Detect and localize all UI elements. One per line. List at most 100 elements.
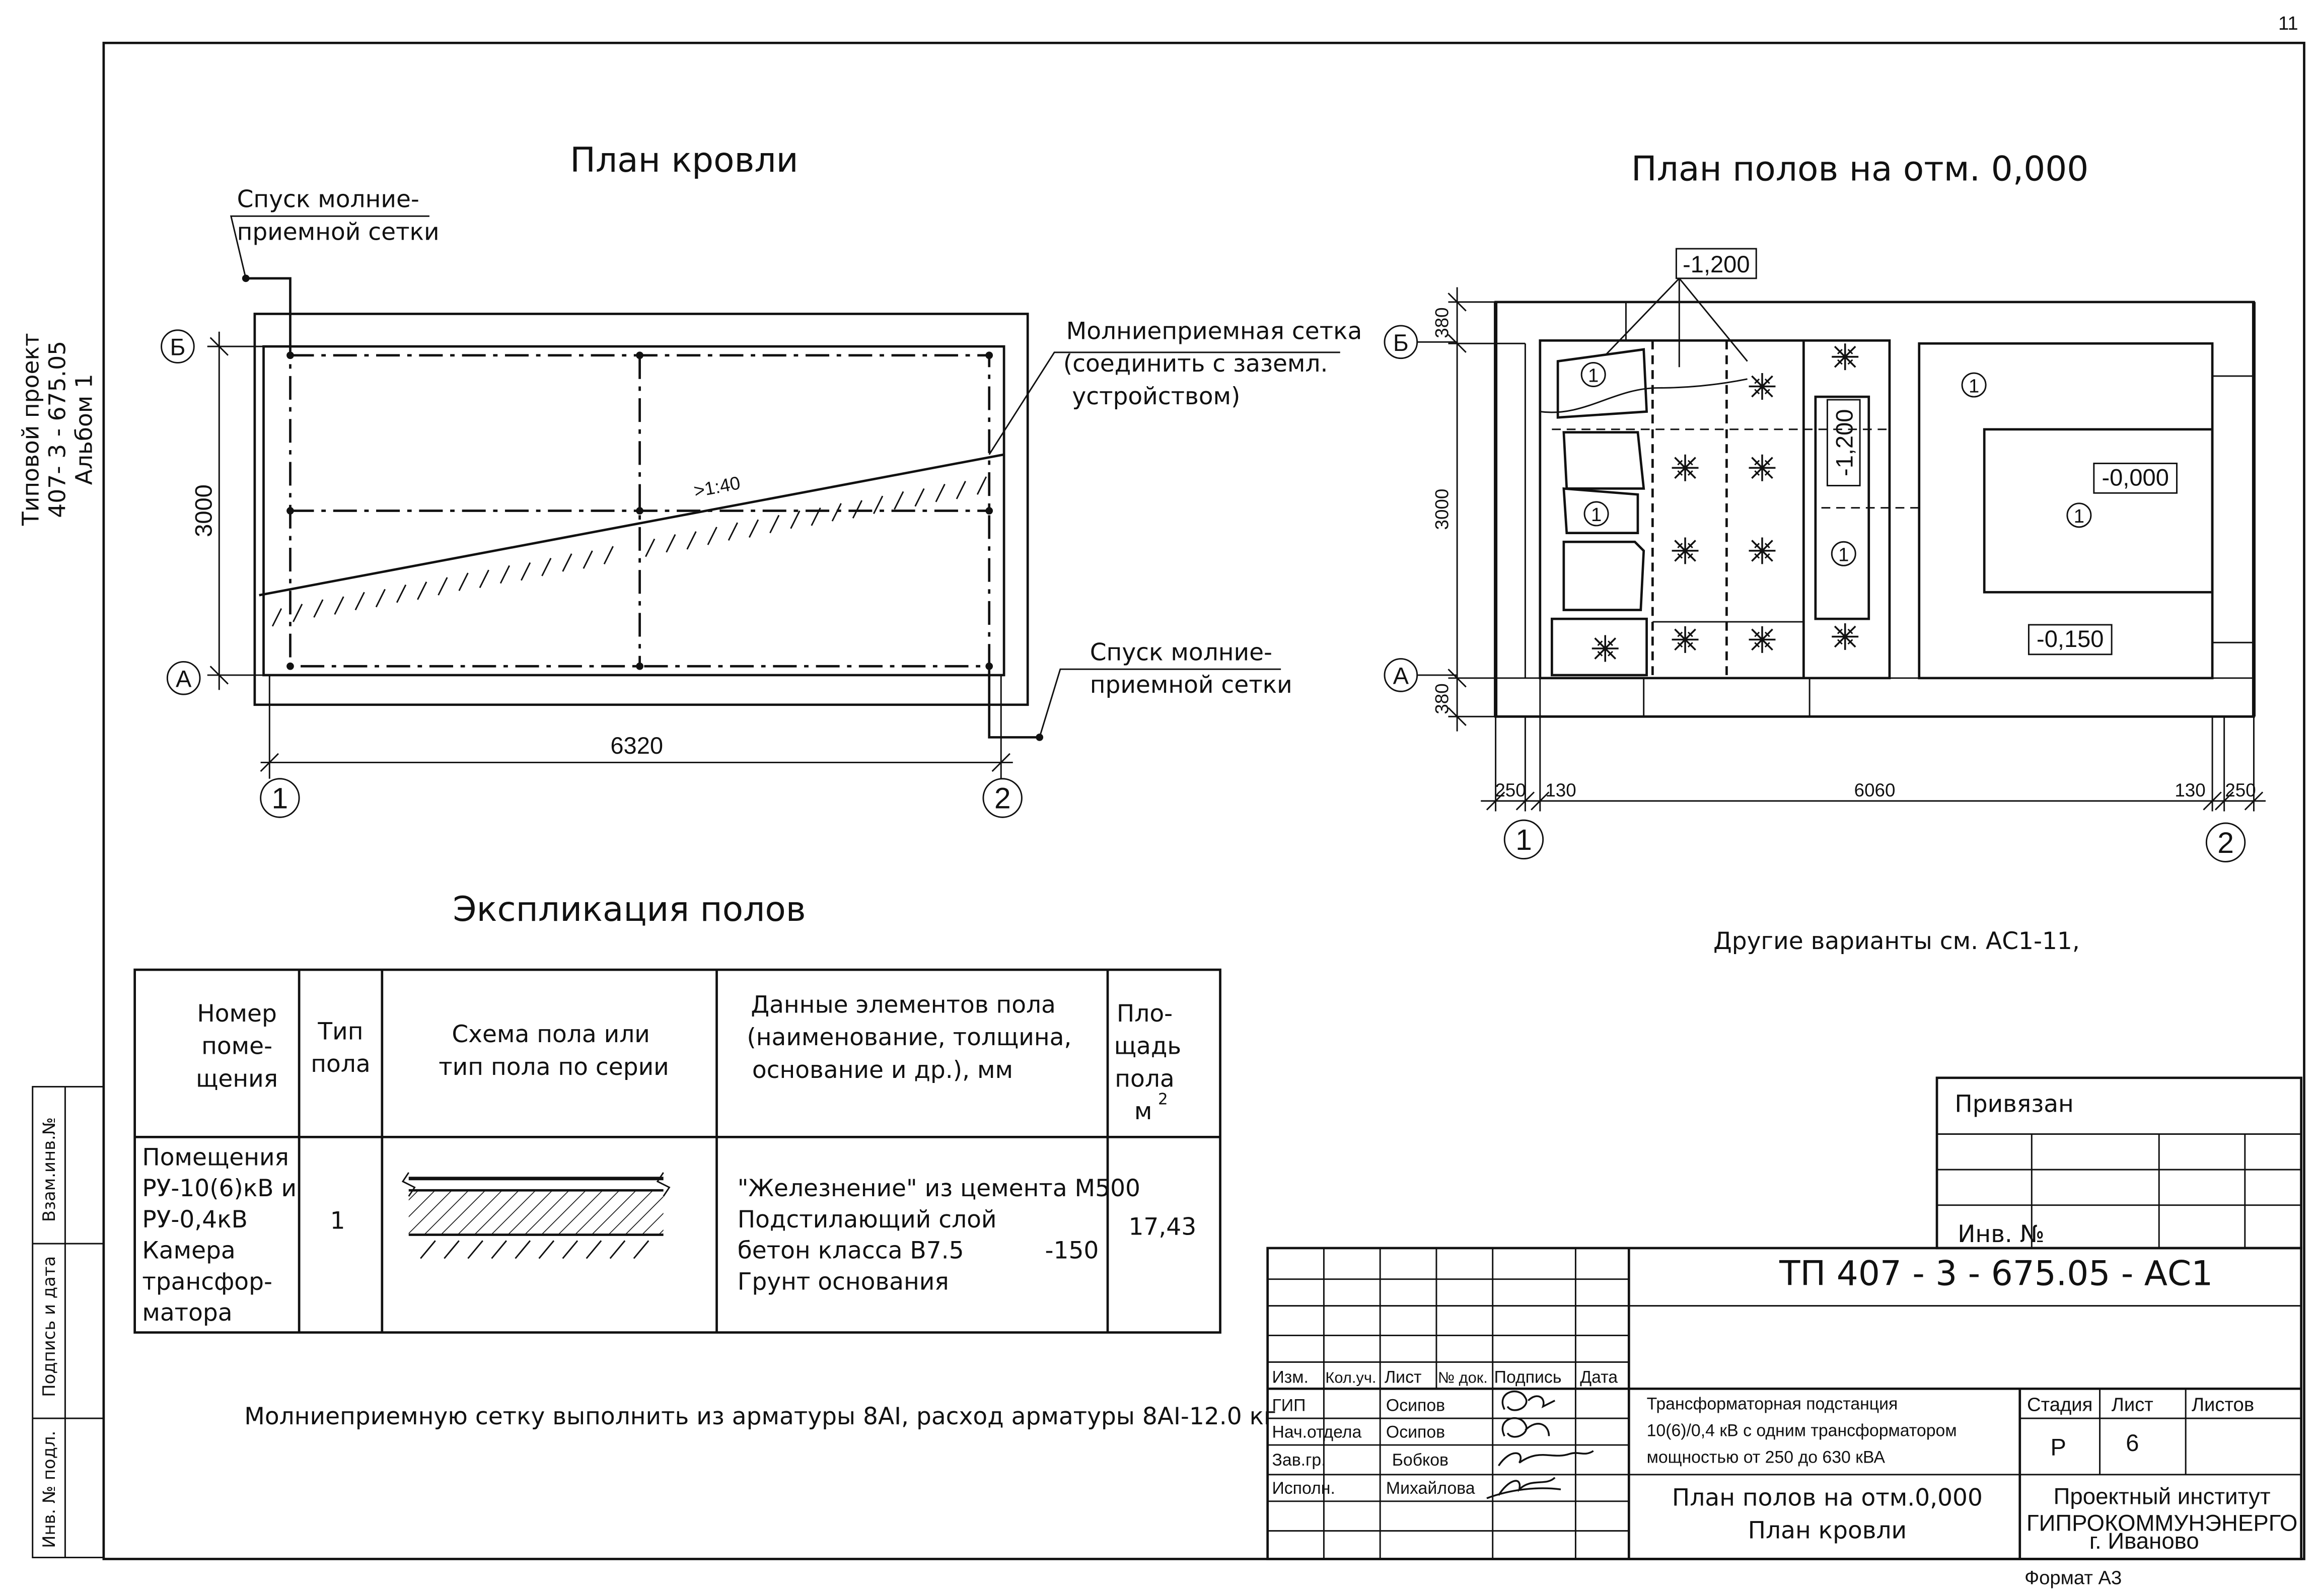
hdr-data-l3: основание и др.), мм — [752, 1056, 1013, 1084]
hdr-data: Дата — [1580, 1368, 1618, 1387]
floor-axis-a: А — [1393, 663, 1409, 689]
row-data-l2: Подстилающий слой — [738, 1206, 997, 1234]
cell-podpis-data: Подпись и дата — [39, 1256, 59, 1397]
type-mark-1e: 1 — [2074, 505, 2084, 527]
floor-axis-2-bubble — [2205, 822, 2246, 862]
roof-slope-hatch — [271, 476, 987, 627]
type-mark-1a: 1 — [1588, 365, 1599, 387]
mark-mid-box — [1826, 399, 1861, 486]
format-label: Формат А3 — [2024, 1567, 2122, 1588]
row-room-l6: матора — [142, 1299, 232, 1327]
role-1: Нач.отдела — [1272, 1422, 1361, 1441]
row-data-l1: "Железнение" из цемента М500 — [738, 1175, 1140, 1202]
hdr-type-l2: пола — [311, 1050, 370, 1078]
floor-type-marks: 1 1 1 1 1 — [1580, 361, 2092, 566]
roof-axis-a-bubble — [166, 661, 201, 695]
cell-1 — [1556, 348, 1648, 419]
lightning-mesh — [286, 351, 993, 670]
cell-3 — [1562, 487, 1639, 534]
hdr-area-l3: пола — [1115, 1065, 1174, 1093]
row-room-l2: РУ-10(6)кВ и — [142, 1175, 297, 1202]
transformer-pit — [1983, 428, 2214, 594]
hdr-data-l1: Данные элементов пола — [751, 991, 1056, 1019]
row-room-l3: РУ-0,4кВ — [142, 1206, 248, 1234]
roof-dim-3000: 3000 — [190, 484, 217, 537]
roof-inner-contour — [262, 345, 1005, 677]
descent-top-l2: приемной сетки — [237, 218, 440, 246]
floor-explication: Экспликация полов Номер поме- щения Тип … — [133, 889, 1221, 1334]
descent-line-top — [246, 277, 292, 355]
hdr-room-l2: поме- — [201, 1033, 272, 1060]
dim-380-bottom: 380 — [1431, 683, 1452, 714]
row-data-l4: Грунт основания — [738, 1268, 949, 1295]
page-number: 11 — [2278, 13, 2298, 34]
signatures — [1486, 1390, 1594, 1499]
main-title-block — [1266, 1247, 2302, 1560]
hdr-area-l2: щадь — [1114, 1033, 1181, 1060]
dim-250-right: 250 — [2225, 780, 2256, 801]
roof-ridge-line — [259, 453, 1004, 597]
row-data-l3-value: -150 — [1045, 1237, 1099, 1265]
mark-top: -1,200 — [1683, 251, 1750, 277]
descent-line-bottom — [988, 666, 1040, 739]
dim-250-left: 250 — [1495, 780, 1526, 801]
roof-plan: План кровли >1:40 — [161, 140, 1362, 818]
name-2: Бобков — [1392, 1450, 1449, 1470]
name-3: Михайлова — [1386, 1479, 1475, 1498]
floor-axis-2: 2 — [2217, 827, 2234, 859]
name-0: Осипов — [1386, 1396, 1445, 1415]
hdr-koluch: Кол.уч. — [1325, 1369, 1376, 1387]
mesh-label-l1: Молниеприемная сетка — [1066, 317, 1362, 345]
roof-slope-label: >1:40 — [692, 472, 742, 501]
desc-l2: 10(6)/0,4 кВ с одним трансформатором — [1647, 1421, 1957, 1440]
cell-4 — [1562, 540, 1645, 611]
break-line — [1540, 378, 1748, 413]
floor-section-scheme — [401, 1172, 671, 1259]
inv-no-label: Инв. № — [1958, 1220, 2045, 1248]
hdr-scheme-l1: Схема пола или — [452, 1021, 650, 1048]
hdr-list: Лист — [1385, 1368, 1421, 1387]
mesh-label-l2: (соединить с заземл. — [1063, 350, 1328, 378]
stage-val: Р — [2051, 1434, 2066, 1461]
side-project-line1: Типовой проект — [17, 333, 44, 526]
hdr-scheme-l2: тип пола по серии — [439, 1053, 669, 1081]
desc-l3: мощностью от 250 до 630 кВА — [1647, 1447, 1886, 1467]
leader-mesh — [988, 351, 1340, 455]
row-room-l5: трансфор- — [142, 1268, 272, 1295]
cell-vzam-inv: Взам.инв.№ — [39, 1117, 59, 1222]
mark-150: -0,150 — [2037, 625, 2104, 652]
roof-axis-a: А — [176, 665, 192, 692]
roof-dim-6320: 6320 — [610, 732, 663, 759]
type-mark-1d: 1 — [1969, 375, 1979, 397]
hdr-area-l4: м — [1134, 1098, 1152, 1125]
hdr-room-l3: щения — [196, 1065, 278, 1093]
cell-5 — [1551, 617, 1648, 677]
sheet-frame — [102, 41, 2305, 1560]
desc-l1: Трансформаторная подстанция — [1647, 1394, 1898, 1413]
sheet-title-l1: План полов на отм.0,000 — [1672, 1484, 1983, 1512]
leader-descent-top — [230, 215, 429, 279]
floor-axis-1: 1 — [1515, 824, 1532, 856]
cell-2 — [1562, 431, 1645, 490]
hdr-area-sup: 2 — [1158, 1091, 1168, 1109]
roof-axis-2: 2 — [994, 782, 1011, 815]
switchgear-zone — [1539, 339, 1891, 680]
descent-bottom-l1: Спуск молние- — [1090, 639, 1272, 667]
role-3: Исполн. — [1272, 1479, 1335, 1498]
explication-table — [133, 968, 1221, 1334]
privyazan-label: Привязан — [1955, 1090, 2073, 1118]
row-room-l4: Камера — [142, 1237, 235, 1265]
type-mark-1b: 1 — [1591, 504, 1602, 526]
sheet-hdr: Лист — [2112, 1394, 2153, 1415]
dim-380-top: 380 — [1431, 307, 1452, 338]
floor-axis-b: Б — [1393, 329, 1409, 356]
roof-axis-b: Б — [170, 334, 186, 360]
descent-bottom-l2: приемной сетки — [1090, 671, 1292, 699]
side-project-stamp: Типовой проект 407- 3 - 675.05 Альбом 1 — [17, 333, 97, 526]
mark-150-box — [2028, 624, 2113, 656]
hdr-area-l1: Пло- — [1117, 1000, 1173, 1028]
dim-130-right: 130 — [2175, 780, 2205, 801]
row-room-l1: Помещения — [142, 1143, 289, 1171]
